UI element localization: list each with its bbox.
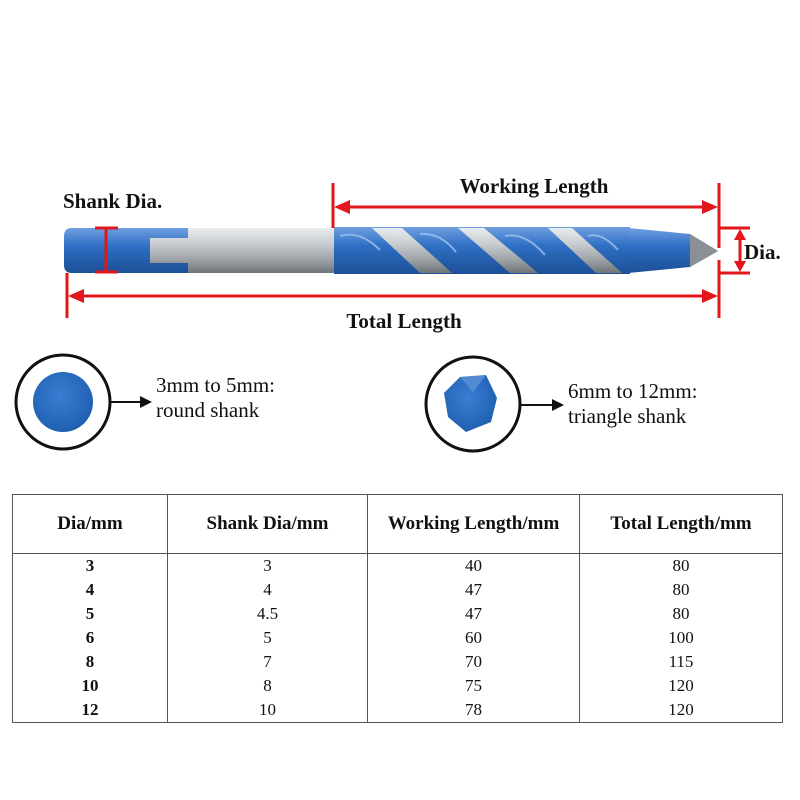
triangle-shank-line1: 6mm to 12mm: — [568, 379, 698, 403]
round-shank-illustration: 3mm to 5mm: round shank — [14, 353, 275, 451]
cell-dia: 12 — [12, 698, 168, 723]
table-row: 3 3 40 80 — [12, 553, 783, 578]
dimension-lines — [65, 183, 750, 318]
drill-bit — [64, 227, 718, 274]
cell-total-length: 120 — [579, 698, 783, 723]
cell-shank-dia: 4.5 — [167, 602, 368, 626]
cell-total-length: 80 — [579, 578, 783, 602]
dia-arrow-top — [734, 229, 746, 240]
cell-total-length: 80 — [579, 553, 783, 578]
cell-total-length: 115 — [579, 650, 783, 674]
working-length-arrow-left — [334, 200, 350, 214]
cell-total-length: 120 — [579, 674, 783, 698]
table-row: 8 7 70 115 — [12, 650, 783, 674]
shank-dia-label: Shank Dia. — [63, 189, 162, 213]
working-length-arrow-right — [702, 200, 718, 214]
cell-shank-dia: 4 — [167, 578, 368, 602]
cell-working-length: 60 — [367, 626, 580, 650]
shank-blue-end — [64, 228, 188, 273]
cell-shank-dia: 7 — [167, 650, 368, 674]
cell-working-length: 40 — [367, 553, 580, 578]
cell-shank-dia: 10 — [167, 698, 368, 723]
round-shank-line1: 3mm to 5mm: — [156, 373, 275, 397]
dia-arrow-bottom — [734, 261, 746, 272]
cell-working-length: 47 — [367, 602, 580, 626]
table-row: 4 4 47 80 — [12, 578, 783, 602]
table-header-row: Dia/mm Shank Dia/mm Working Length/mm To… — [12, 494, 783, 554]
triangle-shank-arrow-head — [552, 399, 564, 411]
total-length-arrow-right — [702, 289, 718, 303]
cell-shank-dia: 8 — [167, 674, 368, 698]
header-dia: Dia/mm — [12, 494, 168, 554]
total-length-label: Total Length — [346, 309, 462, 333]
cell-dia: 4 — [12, 578, 168, 602]
cell-dia: 8 — [12, 650, 168, 674]
cell-dia: 10 — [12, 674, 168, 698]
header-working-length: Working Length/mm — [367, 494, 580, 554]
flute-grooves — [372, 228, 622, 273]
working-length-label: Working Length — [460, 174, 609, 198]
cell-dia: 3 — [12, 553, 168, 578]
spec-table: Dia/mm Shank Dia/mm Working Length/mm To… — [12, 494, 783, 723]
cell-working-length: 70 — [367, 650, 580, 674]
cell-dia: 5 — [12, 602, 168, 626]
dia-label: Dia. — [744, 240, 781, 264]
cell-shank-dia: 5 — [167, 626, 368, 650]
triangle-shank-shape — [444, 375, 497, 432]
round-shank-line2: round shank — [156, 398, 260, 422]
cell-working-length: 47 — [367, 578, 580, 602]
cell-working-length: 78 — [367, 698, 580, 723]
cell-shank-dia: 3 — [167, 553, 368, 578]
triangle-shank-illustration: 6mm to 12mm: triangle shank — [424, 355, 698, 453]
triangle-shank-line2: triangle shank — [568, 404, 687, 428]
table-row: 12 10 78 120 — [12, 698, 783, 723]
table-row: 6 5 60 100 — [12, 626, 783, 650]
cell-working-length: 75 — [367, 674, 580, 698]
total-length-arrow-left — [68, 289, 84, 303]
table-row: 5 4.5 47 80 — [12, 602, 783, 626]
cell-total-length: 80 — [579, 602, 783, 626]
drill-bit-diagram: Shank Dia. Working Length Dia. Total Len… — [14, 174, 781, 453]
round-shank-dot — [33, 372, 93, 432]
flute-highlights — [339, 232, 619, 256]
tip-edge — [690, 234, 718, 267]
header-total-length: Total Length/mm — [579, 494, 783, 554]
table-row: 10 8 75 120 — [12, 674, 783, 698]
cell-dia: 6 — [12, 626, 168, 650]
cell-total-length: 100 — [579, 626, 783, 650]
header-shank-dia: Shank Dia/mm — [167, 494, 368, 554]
triangle-shank-facet — [460, 375, 486, 392]
round-shank-arrow-head — [140, 396, 152, 408]
